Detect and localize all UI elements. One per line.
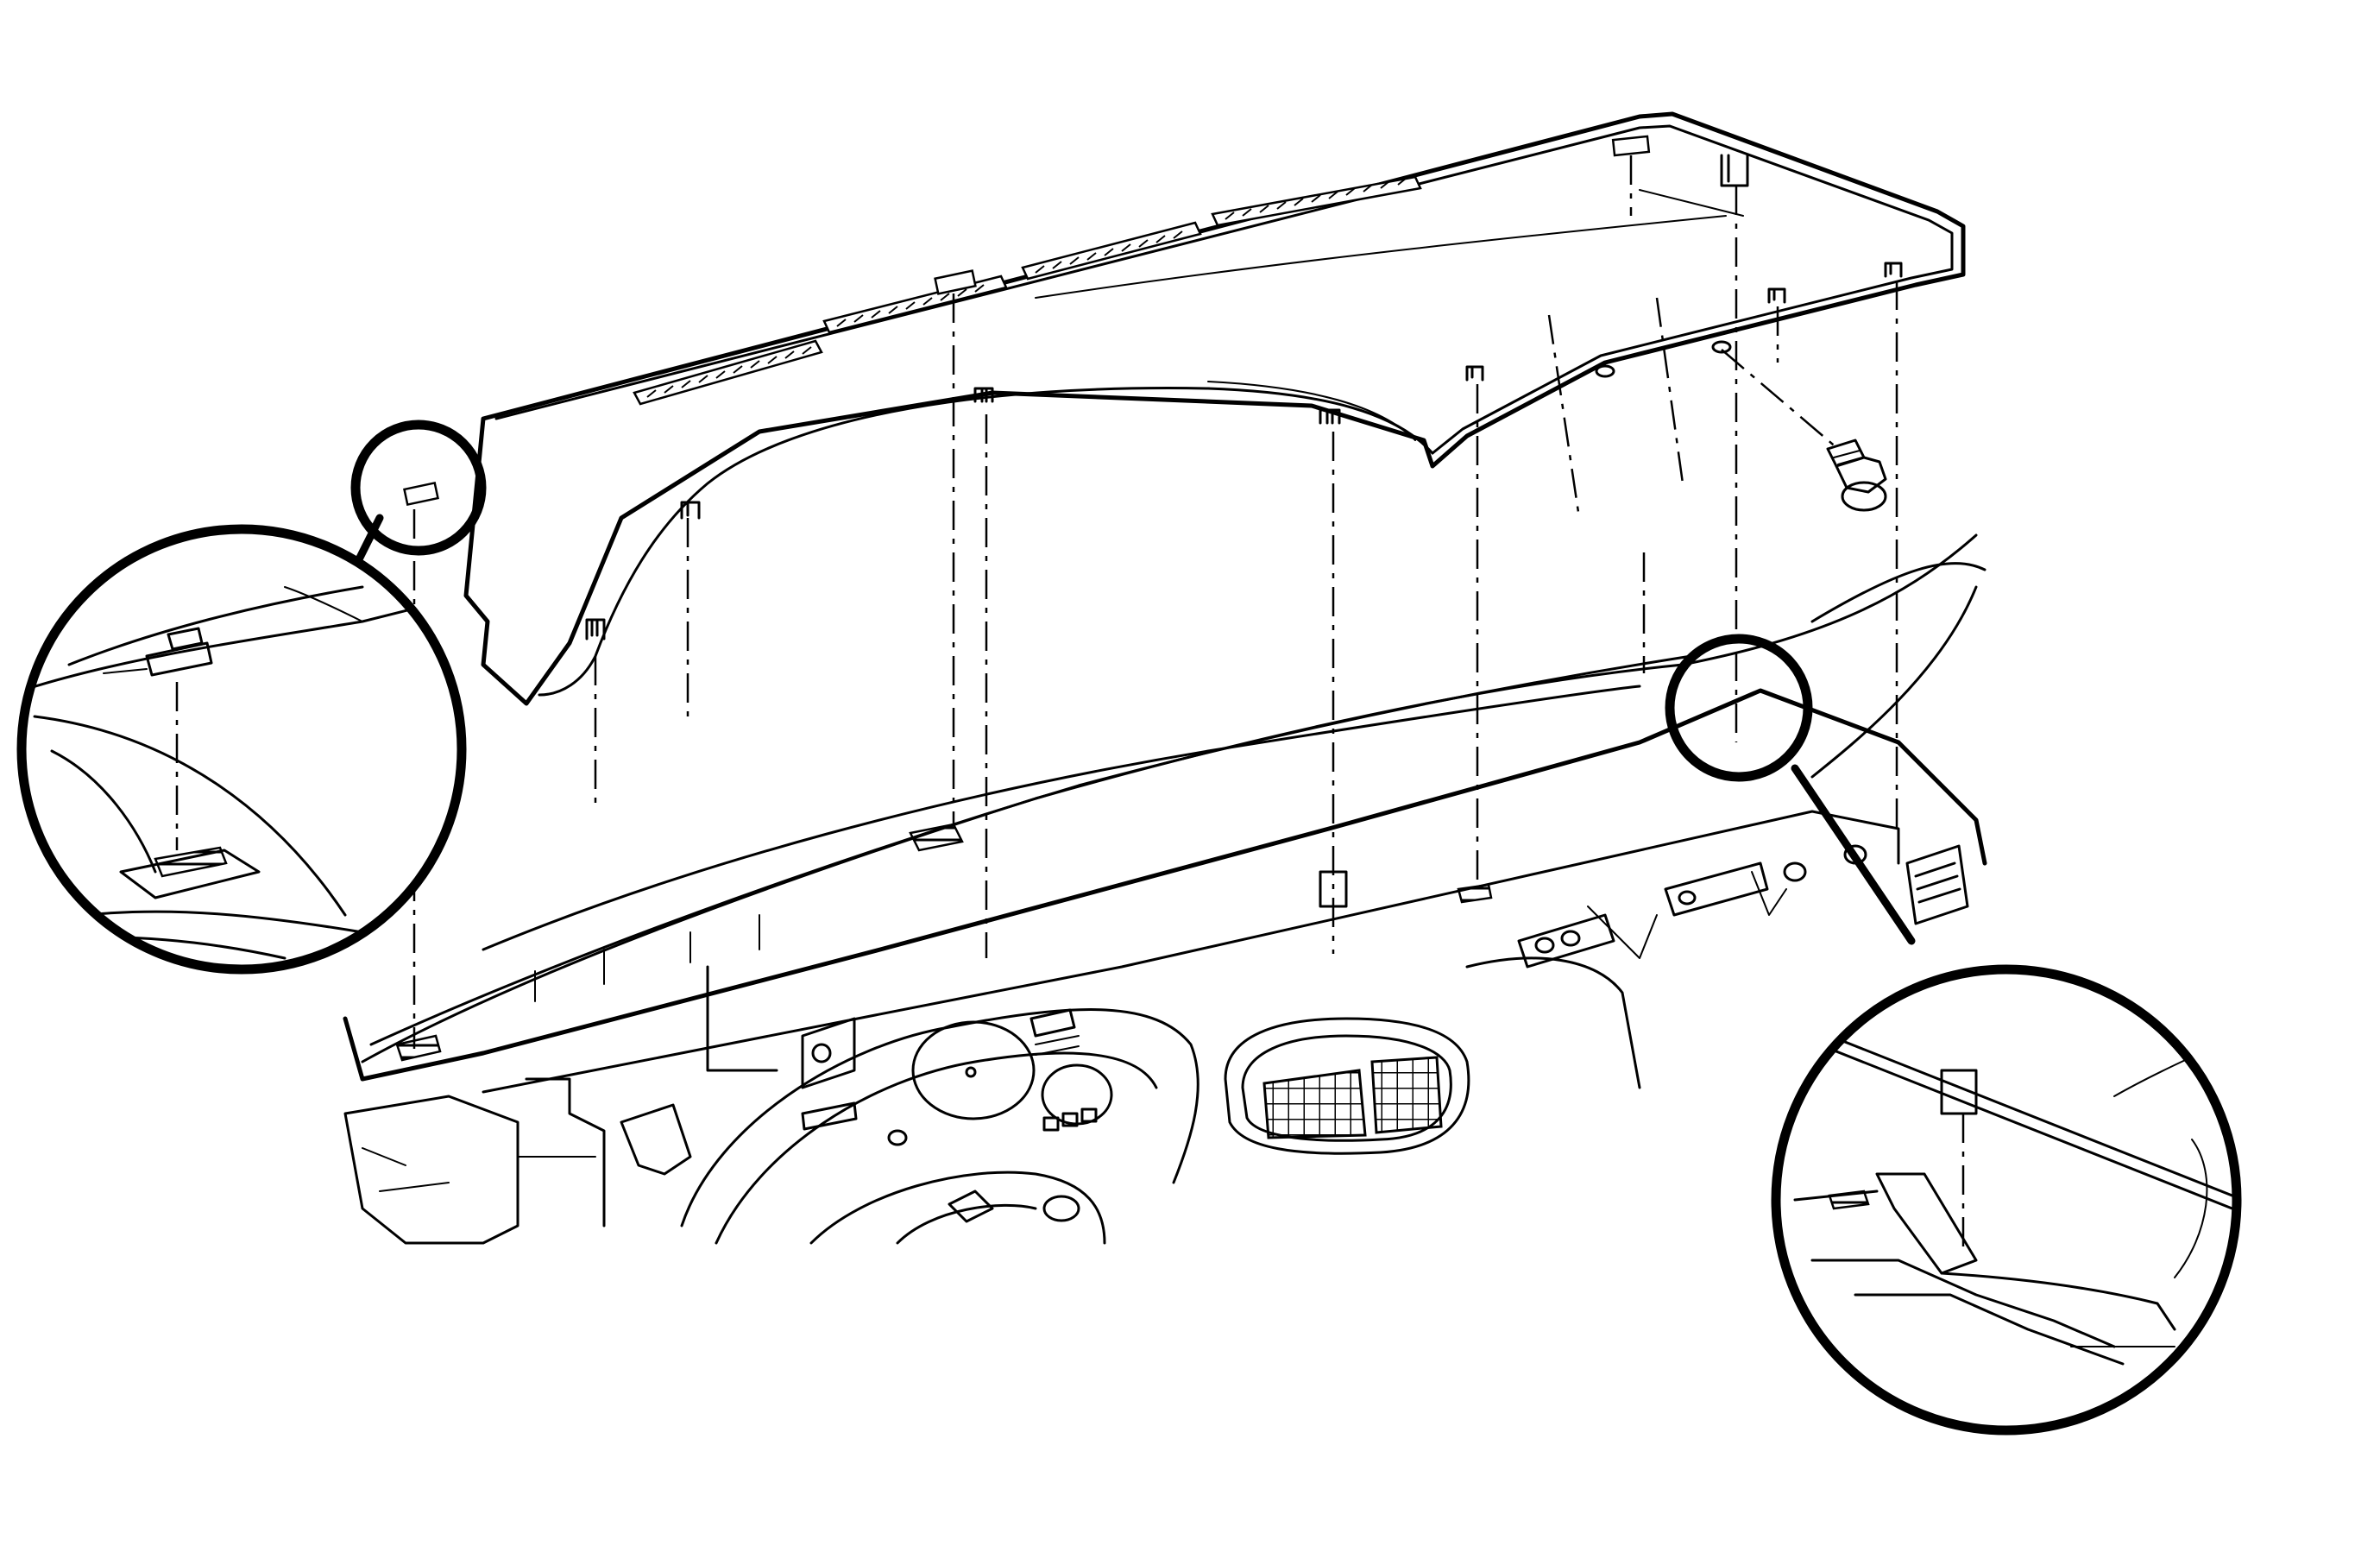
defroster-vents [633,175,1422,406]
fastener-bolt [1826,439,1887,512]
detail-view-right-retainer [1771,964,2242,1436]
callout-circle-left-small [350,420,487,556]
callout-circle-right-small [1665,634,1813,782]
center-air-vent [1224,956,1641,1155]
right-panel-controls [1517,844,1969,969]
upper-trim-pad [403,111,1966,706]
instrument-panel-carrier [343,533,1987,1245]
callout-leaders [354,514,1916,945]
detail-view-left-retainer [16,524,467,975]
alignment-lines [412,155,1898,1049]
instrument-cluster [680,1008,1199,1245]
trim-pad-clips [585,154,1903,641]
